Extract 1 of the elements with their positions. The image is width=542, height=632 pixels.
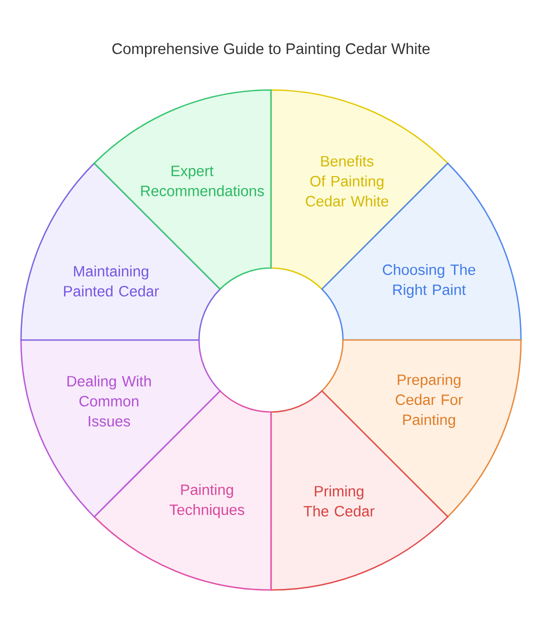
title: Comprehensive Guide to Painting Cedar White xyxy=(112,42,430,58)
